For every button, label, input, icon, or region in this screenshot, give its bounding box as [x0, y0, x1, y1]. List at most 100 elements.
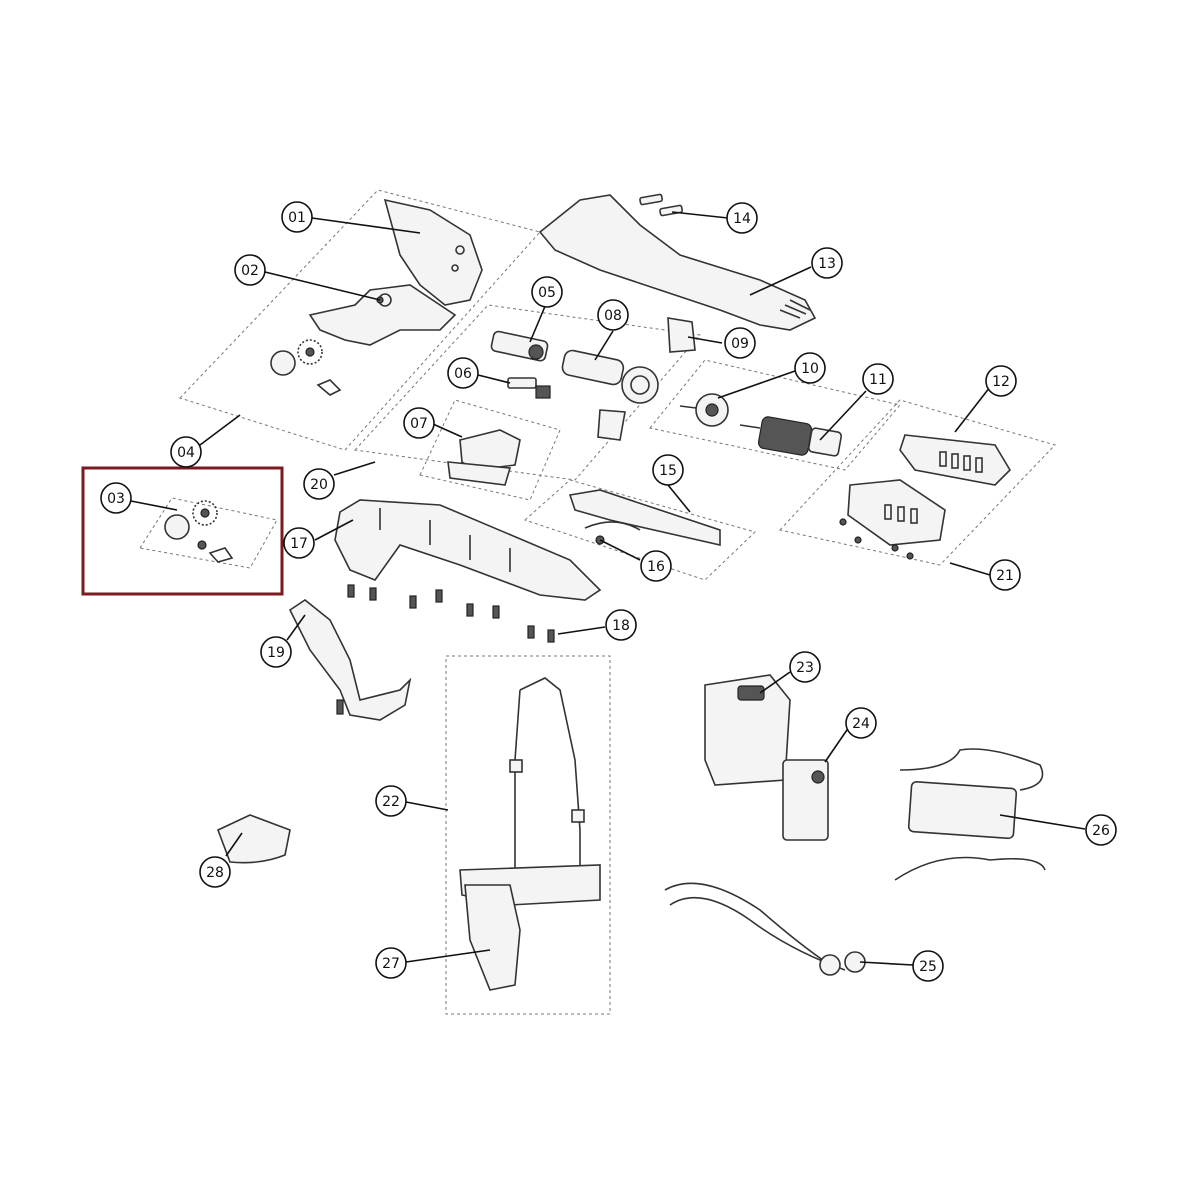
- callout-17: 17: [283, 527, 315, 559]
- spindle-nut-inner: [630, 375, 650, 395]
- harness-22: [514, 677, 581, 870]
- callout-28: 28: [199, 856, 231, 888]
- spindle-nut: [621, 366, 659, 404]
- charger-cable-bottom: [894, 856, 1046, 881]
- callout-02: 02: [234, 254, 266, 286]
- callout-label: 20: [310, 477, 328, 493]
- group-box-03: [139, 497, 278, 569]
- callout-04: 04: [170, 436, 202, 468]
- callout-label: 04: [177, 445, 195, 461]
- callout-circle: [862, 363, 894, 395]
- callout-circle: [989, 559, 1021, 591]
- group-box-22: [445, 655, 611, 1015]
- callout-label: 06: [454, 366, 472, 382]
- callout-06: 06: [447, 357, 479, 389]
- screw-21a: [839, 518, 847, 526]
- callout-label: 24: [852, 716, 870, 732]
- callout-24: 24: [845, 707, 877, 739]
- callout-18: 18: [605, 609, 637, 641]
- motor-11-end: [807, 427, 843, 457]
- frame-15: [568, 489, 721, 547]
- pinion-gear: [528, 344, 544, 360]
- clip-07-base: [447, 461, 512, 486]
- callout-label: 27: [382, 956, 400, 972]
- callout-circle: [789, 651, 821, 683]
- callout-circle: [985, 365, 1017, 397]
- trigger-screw: [336, 699, 344, 715]
- motor-11: [757, 416, 813, 456]
- callout-circle: [605, 609, 637, 641]
- callout-circle: [100, 482, 132, 514]
- callout-10: 10: [794, 352, 826, 384]
- upper-housing: [538, 194, 817, 331]
- callout-circle: [597, 299, 629, 331]
- callout-circle: [281, 201, 313, 233]
- leader-lines: [130, 211, 1086, 966]
- callout-label: 22: [382, 794, 400, 810]
- callout-03: 03: [100, 482, 132, 514]
- coupler-10-core: [705, 403, 719, 417]
- ball-03: [164, 514, 190, 540]
- group-box-04: [179, 189, 541, 451]
- callout-label: 15: [659, 463, 677, 479]
- callout-label: 08: [604, 308, 622, 324]
- screw-21c: [891, 544, 899, 552]
- callout-label: 03: [107, 491, 125, 507]
- shell-09-bottom: [597, 409, 626, 441]
- callout-label: 10: [801, 361, 819, 377]
- blade-part: [383, 198, 483, 306]
- callout-circle: [375, 785, 407, 817]
- callout-label: 09: [731, 336, 749, 352]
- charger-cable-top: [899, 748, 1044, 791]
- callout-14: 14: [726, 202, 758, 234]
- callout-27: 27: [375, 947, 407, 979]
- screw-14b: [659, 204, 684, 217]
- callout-circle: [234, 254, 266, 286]
- screws-18: [347, 584, 555, 643]
- blade-hole: [451, 264, 459, 272]
- gear-03-center: [200, 508, 210, 518]
- callout-08: 08: [597, 299, 629, 331]
- callout-circle: [640, 550, 672, 582]
- callout-label: 14: [733, 211, 751, 227]
- gear-part: [297, 339, 323, 365]
- connector-06: [507, 377, 537, 389]
- callout-circle: [170, 436, 202, 468]
- callout-09: 09: [724, 327, 756, 359]
- harness-buckle-b: [571, 809, 585, 823]
- callout-label: 23: [796, 660, 814, 676]
- callout-07: 07: [403, 407, 435, 439]
- screw-14a: [639, 193, 664, 206]
- callout-16: 16: [640, 550, 672, 582]
- callout-05: 05: [531, 276, 563, 308]
- callout-label: 13: [818, 256, 836, 272]
- callout-22: 22: [375, 785, 407, 817]
- housing-21: [847, 479, 946, 546]
- callout-circle: [283, 527, 315, 559]
- ball-part: [270, 350, 296, 376]
- callout-circle: [811, 247, 843, 279]
- callout-labels: 01 02 03 04 05 06 07 08 09 10 11 12 13 14 15 16 17 18 19 20…: [100, 201, 1117, 982]
- callout-label: 21: [996, 568, 1014, 584]
- callout-label: 01: [288, 210, 306, 226]
- callout-label: 07: [410, 416, 428, 432]
- charger-26: [907, 780, 1018, 840]
- callout-circle: [403, 407, 435, 439]
- callout-circle: [1085, 814, 1117, 846]
- callout-26: 26: [1085, 814, 1117, 846]
- callout-circle: [303, 468, 335, 500]
- screw-21b: [854, 536, 862, 544]
- callout-circle: [531, 276, 563, 308]
- callout-23: 23: [789, 651, 821, 683]
- callout-12: 12: [985, 365, 1017, 397]
- housing-12-slots: [939, 451, 983, 473]
- gear-center: [305, 347, 315, 357]
- shell-09-top: [667, 317, 696, 353]
- motor-shaft: [739, 424, 761, 429]
- callout-label: 19: [267, 645, 285, 661]
- callout-circle: [260, 636, 292, 668]
- cable-25: [664, 882, 846, 971]
- callout-label: 11: [869, 372, 887, 388]
- callout-11: 11: [862, 363, 894, 395]
